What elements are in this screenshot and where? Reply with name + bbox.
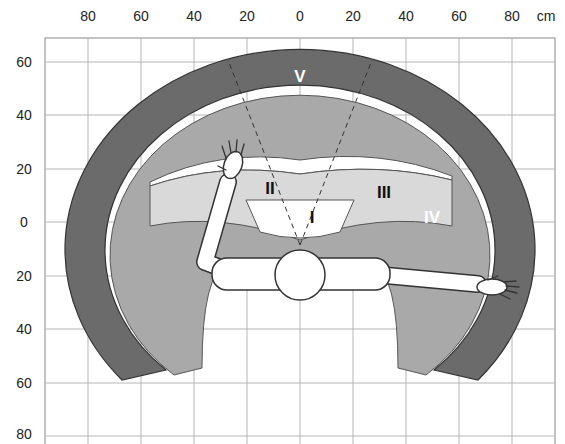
- axis-label: 60: [451, 9, 467, 23]
- zone-area: IV: [424, 209, 440, 226]
- axis-label: 60: [16, 55, 32, 69]
- zone-label: V: [294, 68, 305, 85]
- axis-label: 20: [239, 9, 255, 23]
- axis-label: 60: [133, 9, 149, 23]
- zone-area: V: [294, 68, 305, 85]
- axis-label: 20: [16, 269, 32, 283]
- axis-label: 60: [16, 376, 32, 390]
- axis-label: 80: [80, 9, 96, 23]
- axis-label: 20: [345, 9, 361, 23]
- zone-v-band: [65, 49, 535, 380]
- axis-label: 40: [16, 108, 32, 122]
- axis-label: 80: [16, 427, 32, 441]
- zone-area: III: [377, 184, 391, 201]
- zone-label: II: [265, 180, 274, 197]
- axis-label: 20: [16, 162, 32, 176]
- zone-iii-band: [150, 169, 452, 240]
- axis-label: 40: [16, 322, 32, 336]
- axis-label: 40: [398, 9, 414, 23]
- sight-lines: [228, 60, 372, 245]
- axis-label: 80: [504, 9, 520, 23]
- axis-label: 0: [296, 9, 304, 23]
- person-figure: [205, 140, 519, 300]
- zone-area: I: [310, 209, 315, 226]
- axis-label: 40: [186, 9, 202, 23]
- axis-label: 0: [20, 215, 28, 229]
- zone-label: IV: [424, 209, 440, 226]
- zone-i-area: [246, 200, 354, 238]
- zone-area: II: [265, 180, 274, 197]
- zone-label: III: [377, 184, 391, 201]
- grid: [45, 38, 555, 444]
- axis-label: cm: [537, 9, 556, 23]
- zone-label: I: [310, 209, 315, 226]
- zone-iv-band: [110, 95, 490, 375]
